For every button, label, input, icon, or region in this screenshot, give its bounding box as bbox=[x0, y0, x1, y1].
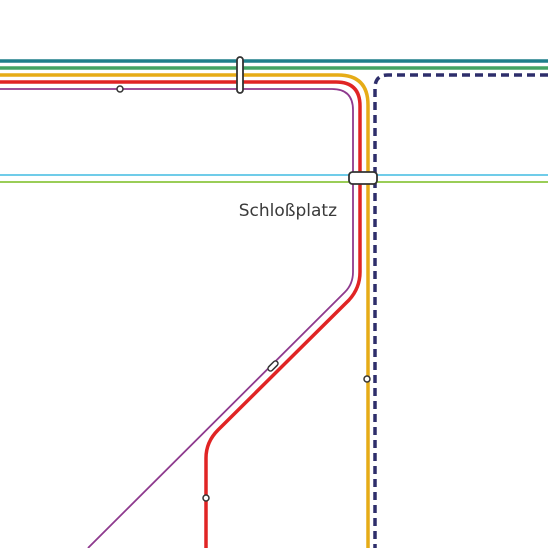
station-red-stop[interactable] bbox=[202, 494, 210, 502]
line-purple bbox=[0, 88, 354, 548]
line-navy-dashed bbox=[373, 73, 548, 548]
station-top-interchange[interactable] bbox=[236, 56, 244, 94]
station-yellow-stop[interactable] bbox=[363, 375, 371, 383]
station-top-purple-stop[interactable] bbox=[116, 85, 124, 93]
station-diagonal-interchange[interactable] bbox=[267, 360, 279, 372]
line-red bbox=[0, 80, 362, 548]
station-label-schlossplatz: Schloßplatz bbox=[239, 201, 337, 221]
station-schlossplatz-marker[interactable] bbox=[348, 171, 378, 185]
line-yellow bbox=[0, 73, 370, 548]
